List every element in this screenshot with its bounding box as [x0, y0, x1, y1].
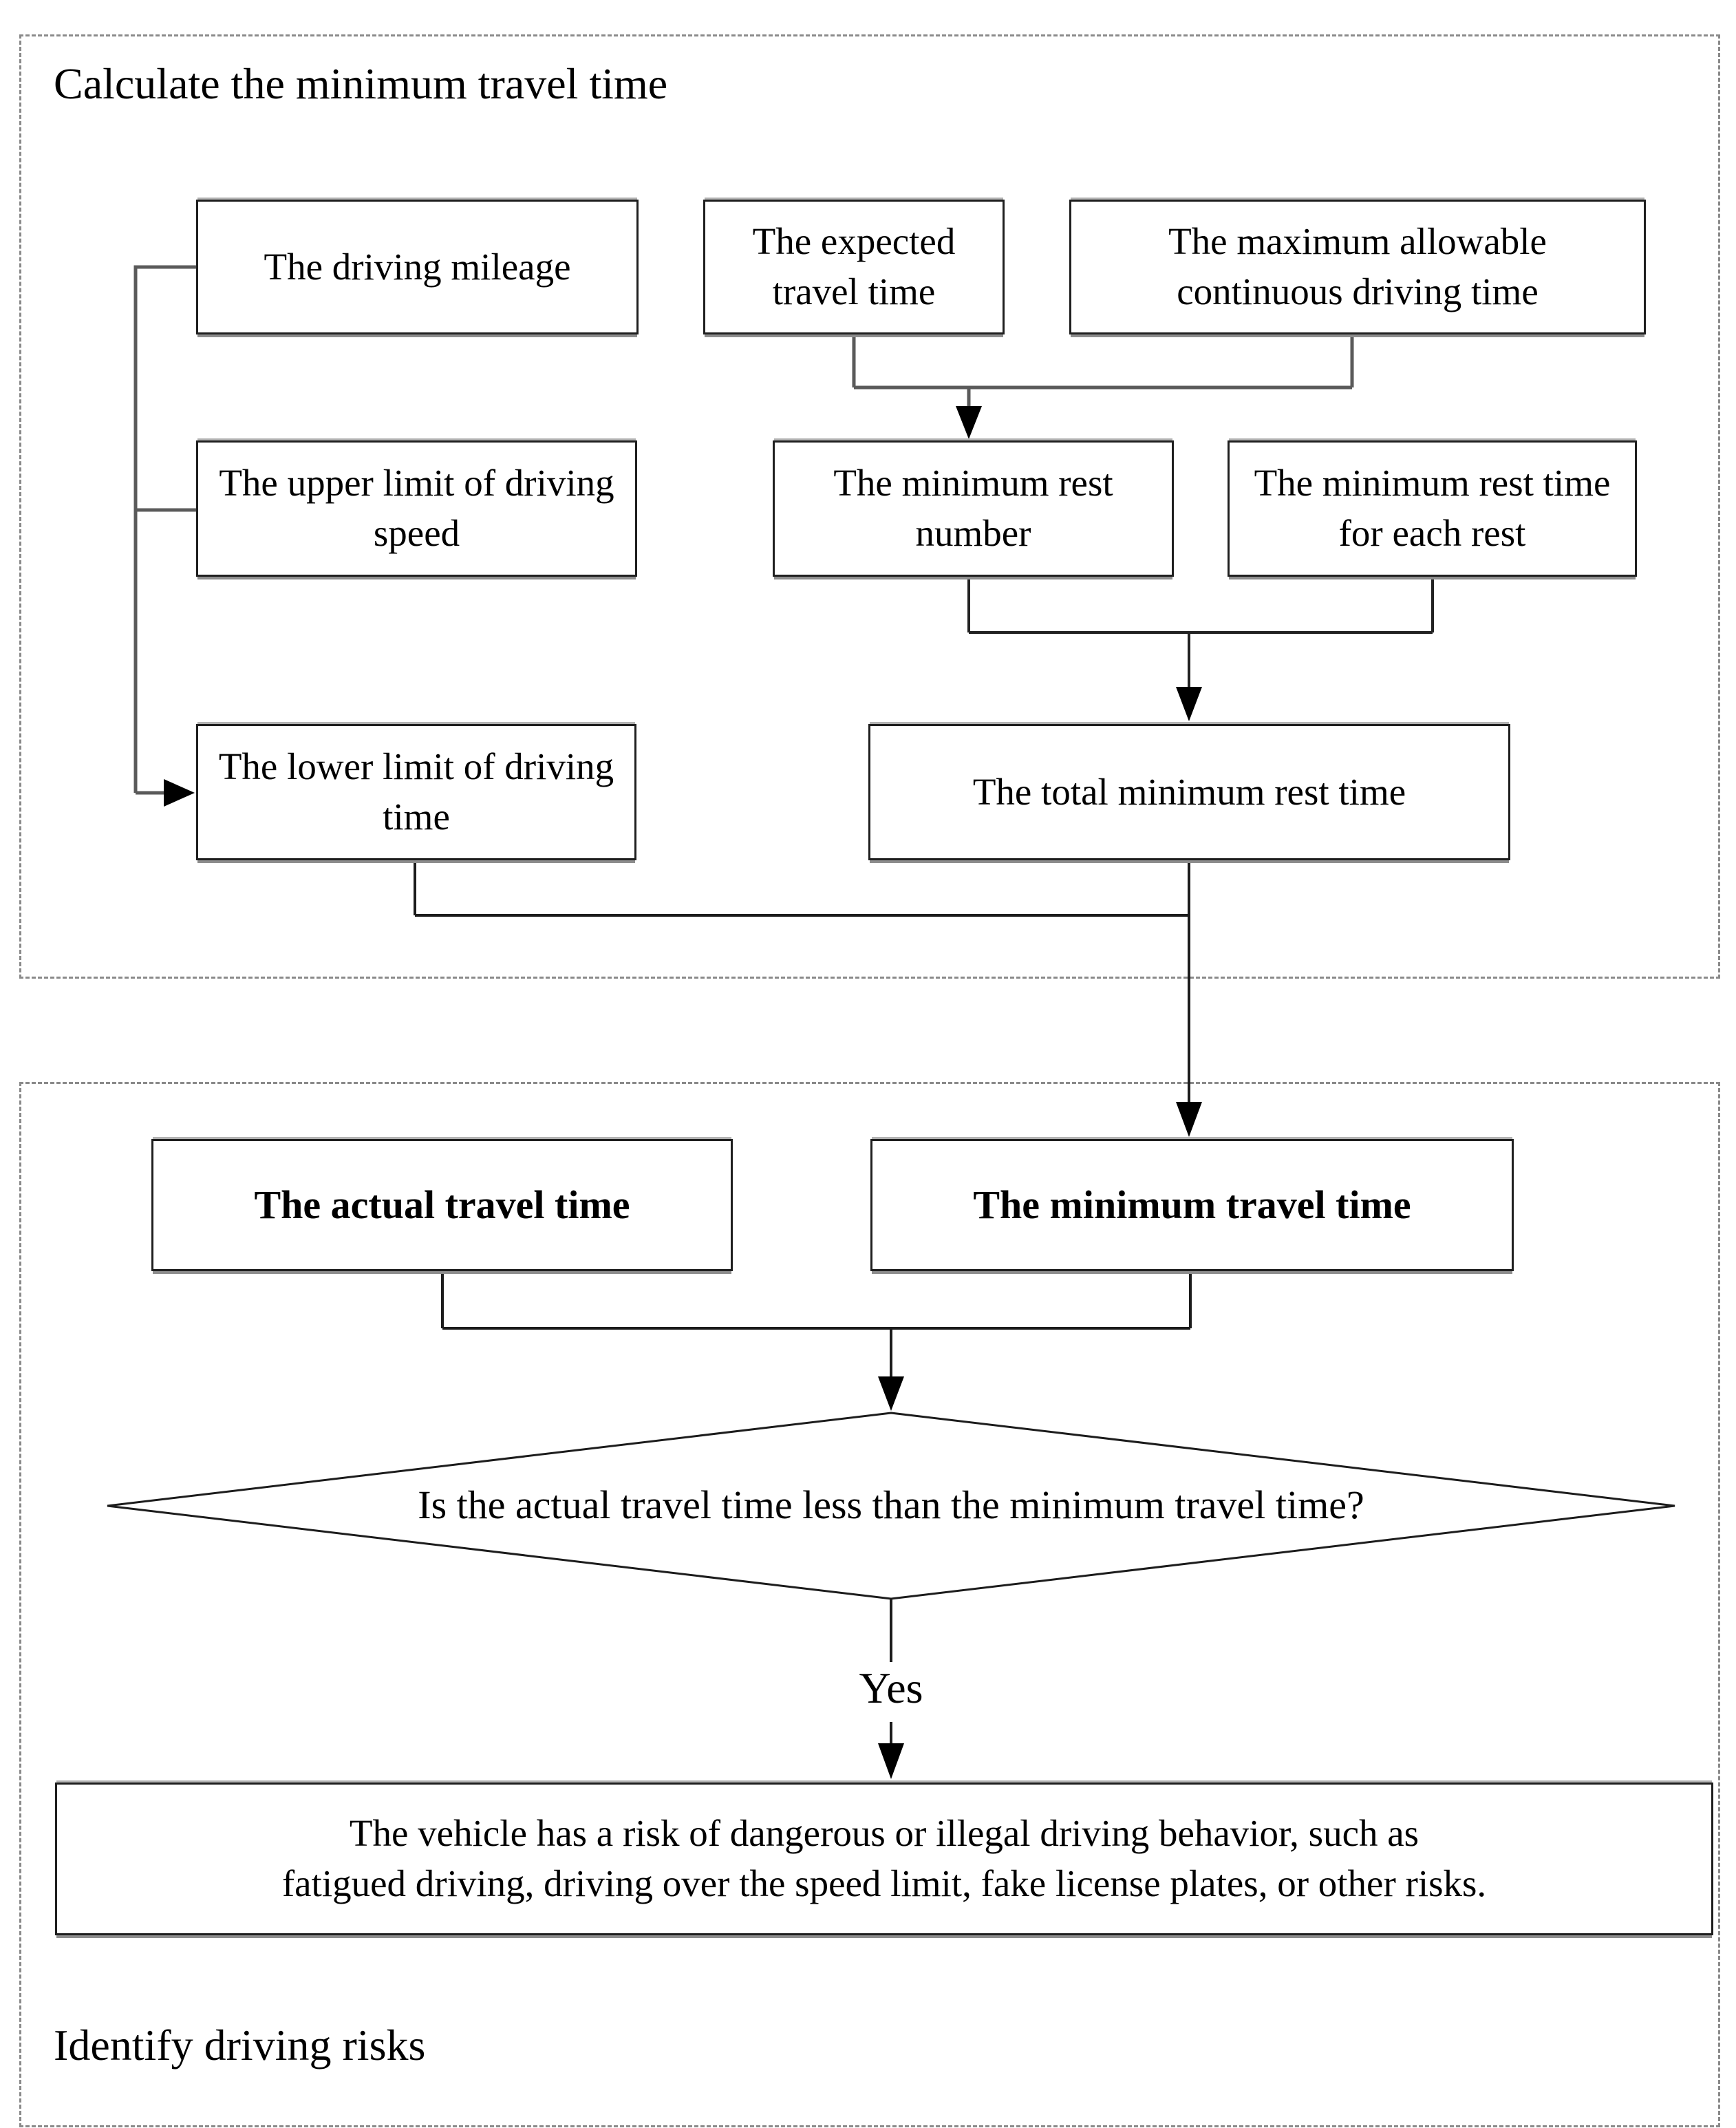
node-lower-limit-driving-time: The lower limit of driving time	[196, 724, 636, 860]
node-risk-conclusion: The vehicle has a risk of dangerous or i…	[55, 1783, 1713, 1935]
arrow-down-icon	[1176, 687, 1202, 721]
node-min-travel-time: The minimum travel time	[870, 1139, 1514, 1271]
risk-conclusion-line-2: fatigued driving, driving over the speed…	[281, 1862, 1487, 1904]
node-expected-travel-time: The expected travel time	[703, 200, 1005, 334]
connector-to-decision	[441, 1271, 1192, 1378]
node-total-min-rest-time: The total minimum rest time	[868, 724, 1510, 860]
connector-row2-to-total-rest	[967, 577, 1434, 688]
arrow-down-icon	[878, 1743, 904, 1779]
node-upper-limit-driving-speed: The upper limit of driving speed	[196, 440, 637, 577]
arrow-down-icon	[878, 1376, 904, 1411]
section-title-calculate: Calculate the minimum travel time	[54, 59, 668, 108]
arrow-down-icon	[956, 406, 982, 439]
section-calculate-min-travel-time	[19, 34, 1720, 979]
connector-to-min-travel-time	[414, 860, 1190, 1103]
connector-row1-to-rest-number	[852, 334, 1354, 407]
node-min-rest-time-each-rest: The minimum rest time for each rest	[1228, 440, 1637, 577]
node-driving-mileage: The driving mileage	[196, 200, 639, 334]
node-actual-travel-time: The actual travel time	[151, 1139, 733, 1271]
decision-question-label: Is the actual travel time less than the …	[418, 1482, 1364, 1527]
arrow-right-icon	[164, 779, 195, 807]
node-min-rest-number: The minimum rest number	[773, 440, 1174, 577]
yes-branch-label: Yes	[859, 1663, 923, 1712]
arrow-down-icon	[1176, 1102, 1202, 1137]
node-max-continuous-driving-time: The maximum allowable continuous driving…	[1069, 200, 1646, 334]
risk-conclusion-line-1: The vehicle has a risk of dangerous or i…	[349, 1812, 1419, 1855]
section-identify-driving-risks	[19, 1082, 1720, 2127]
connector-left-group	[133, 265, 196, 795]
section-title-identify: Identify driving risks	[54, 2021, 426, 2070]
